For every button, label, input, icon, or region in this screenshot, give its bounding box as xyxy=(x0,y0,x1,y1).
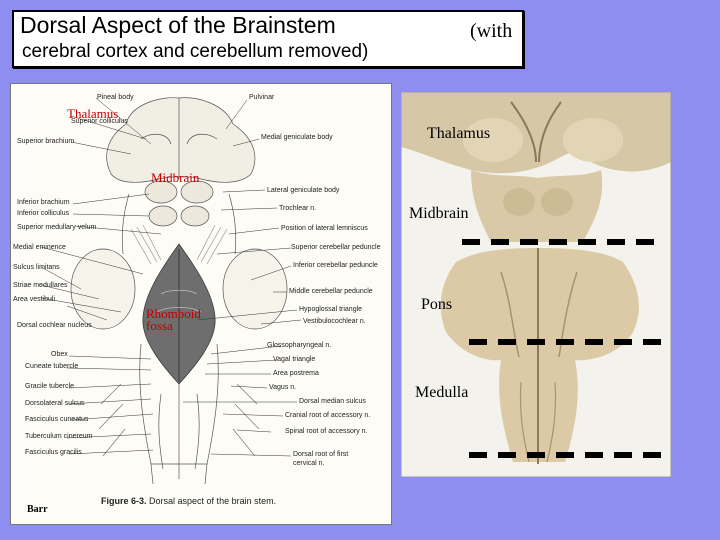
photo-label-thalamus: Thalamus xyxy=(427,125,490,143)
slide-subtitle: cerebral cortex and cerebellum removed) xyxy=(22,41,368,63)
boundary-medulla-bottom xyxy=(469,452,665,458)
figure-caption-text: Dorsal aspect of the brain stem. xyxy=(149,496,276,506)
slide-title-paren: (with xyxy=(470,20,512,43)
label-area-postrema: Area postrema xyxy=(273,370,319,377)
title-box: Dorsal Aspect of the Brainstem (with cer… xyxy=(12,10,524,68)
photo-label-medulla: Medulla xyxy=(415,384,468,402)
label-dorsal-root-first-cervical: Dorsal root of first cervical n. xyxy=(293,450,373,468)
brainstem-specimen xyxy=(401,92,671,477)
label-glossopharyngeal-n: Glossopharyngeal n. xyxy=(267,342,331,349)
label-medial-geniculate-body: Medial geniculate body xyxy=(261,134,333,141)
label-vagal-triangle: Vagal triangle xyxy=(273,356,315,363)
photo-label-pons: Pons xyxy=(421,296,452,314)
label-vestibulocochlear-n: Vestibulocochlear n. xyxy=(303,318,366,325)
slide-title: Dorsal Aspect of the Brainstem xyxy=(20,12,336,39)
boundary-pons-medulla xyxy=(469,339,665,345)
label-fasciculus-gracilis: Fasciculus gracilis xyxy=(25,449,82,456)
label-pineal-body: Pineal body xyxy=(97,94,134,101)
label-dorsal-median-sulcus: Dorsal median sulcus xyxy=(299,398,366,405)
label-dorsal-cochlear-nucleus: Dorsal cochlear nucleus xyxy=(17,322,92,329)
label-gracile-tubercle: Gracile tubercle xyxy=(25,383,74,390)
label-medial-eminence: Medial eminence xyxy=(13,244,66,251)
label-trochlear-n: Trochlear n. xyxy=(279,205,316,212)
label-area-vestibuli: Area vestibuli xyxy=(13,296,55,303)
label-cuneate-tubercle: Cuneate tubercle xyxy=(25,363,78,370)
label-tuberculum-cinereum: Tuberculum cinereum xyxy=(25,433,92,440)
label-hypoglossal-triangle: Hypoglossal triangle xyxy=(299,306,362,313)
label-dorsolateral-sulcus: Dorsolateral sulcus xyxy=(25,400,85,407)
label-obex: Obex xyxy=(51,351,68,358)
label-position-lateral-lemniscus: Position of lateral lemniscus xyxy=(281,225,368,232)
brainstem-photo: Thalamus Midbrain Pons Medulla xyxy=(401,92,671,477)
boundary-midbrain-pons xyxy=(462,239,665,245)
label-superior-brachium: Superior brachium xyxy=(17,138,74,145)
brainstem-diagram: Pineal body Superior colliculus Superior… xyxy=(10,83,392,525)
overlay-thalamus: Thalamus xyxy=(67,106,118,122)
label-pulvinar: Pulvinar xyxy=(249,94,274,101)
label-striae-medullares: Striae medullares xyxy=(13,282,67,289)
credit-barr: Barr xyxy=(27,504,48,515)
label-inferior-brachium: Inferior brachium xyxy=(17,199,70,206)
label-lateral-geniculate-body: Lateral geniculate body xyxy=(267,187,339,194)
overlay-midbrain: Midbrain xyxy=(151,170,199,186)
label-sulcus-limitans: Sulcus limitans xyxy=(13,264,60,271)
label-spinal-root-accessory: Spinal root of accessory n. xyxy=(285,428,368,435)
label-middle-cerebellar-peduncle: Middle cerebellar peduncle xyxy=(289,288,373,295)
overlay-fossa: fossa xyxy=(146,320,173,332)
figure-caption: Figure 6-3. Dorsal aspect of the brain s… xyxy=(101,496,276,506)
label-superior-medullary-velum: Superior medullary velum xyxy=(17,224,96,231)
label-cranial-root-accessory: Cranial root of accessory n. xyxy=(285,412,370,419)
label-superior-cerebellar-peduncle: Superior cerebellar peduncle xyxy=(291,244,381,251)
label-inferior-colliculus: Inferior colliculus xyxy=(17,210,69,217)
label-vagus-n: Vagus n. xyxy=(269,384,296,391)
figure-caption-number: Figure 6-3. xyxy=(101,496,147,506)
label-fasciculus-cuneatus: Fasciculus cuneatus xyxy=(25,416,88,423)
label-inferior-cerebellar-peduncle: Inferior cerebellar peduncle xyxy=(293,262,378,269)
photo-label-midbrain: Midbrain xyxy=(409,205,469,223)
